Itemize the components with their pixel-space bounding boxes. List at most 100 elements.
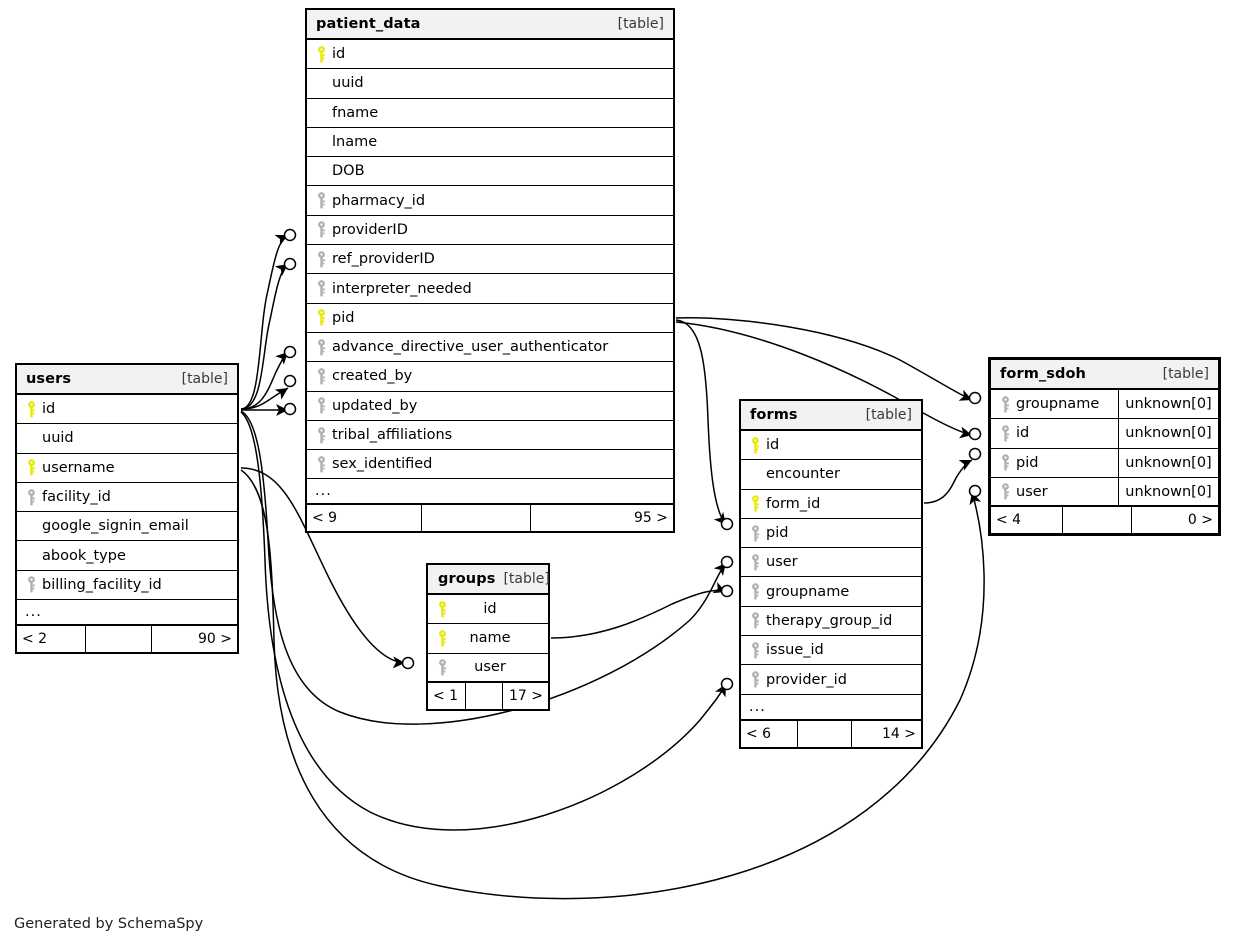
column-row[interactable]: pid xyxy=(741,519,921,549)
column-name: username xyxy=(42,459,115,476)
column-name: id xyxy=(1016,425,1030,442)
column-name: id xyxy=(766,437,780,454)
column-row[interactable]: sex_identified xyxy=(307,450,673,480)
foreign-key-icon xyxy=(315,280,328,297)
column-row[interactable]: therapy_group_id xyxy=(741,607,921,637)
column-row[interactable]: billing_facility_id xyxy=(17,571,237,601)
column-row[interactable]: name xyxy=(428,624,548,654)
column-type: unknown[0] xyxy=(1118,477,1218,506)
outgoing-relations-count[interactable]: 17 > xyxy=(509,687,543,704)
column-row[interactable]: id xyxy=(428,595,548,625)
column-name: providerID xyxy=(332,221,408,238)
column-row[interactable]: DOB xyxy=(307,157,673,187)
incoming-relations-count[interactable]: < 4 xyxy=(991,507,1063,534)
foreign-key-icon xyxy=(749,612,762,629)
primary-key-icon xyxy=(25,459,38,476)
column-row[interactable]: provider_id xyxy=(741,665,921,695)
foreign-key-icon xyxy=(315,368,328,385)
column-name: created_by xyxy=(332,368,413,385)
table-footer-form_sdoh: < 4 0 > xyxy=(991,507,1218,534)
column-row[interactable]: google_signin_email xyxy=(17,512,237,542)
column-row[interactable]: tribal_affiliations xyxy=(307,421,673,451)
column-row[interactable]: updated_by xyxy=(307,392,673,421)
outgoing-relations-count[interactable]: 90 > xyxy=(198,631,232,648)
primary-key-icon xyxy=(749,436,762,454)
column-row[interactable]: pid xyxy=(307,304,673,333)
table-footer-forms: < 6 14 > xyxy=(741,720,921,747)
column-row[interactable]: issue_id xyxy=(741,636,921,666)
column-row[interactable]: uuid xyxy=(17,424,237,454)
outgoing-relations-count[interactable]: 14 > xyxy=(882,725,916,742)
column-row[interactable]: user xyxy=(741,548,921,578)
column-name: DOB xyxy=(332,163,365,180)
more-columns-indicator[interactable]: ... xyxy=(741,695,921,721)
column-row[interactable]: id xyxy=(17,395,237,425)
footer-middle-cell xyxy=(1063,507,1132,534)
foreign-key-icon xyxy=(315,397,328,414)
incoming-relations-count[interactable]: < 6 xyxy=(741,720,798,747)
column-name: id xyxy=(332,46,346,63)
column-row[interactable]: id xyxy=(307,40,673,70)
column-row[interactable]: form_id xyxy=(741,490,921,519)
table-title: patient_data xyxy=(316,16,421,32)
column-row[interactable]: abook_type xyxy=(17,541,237,571)
column-row[interactable]: user xyxy=(428,654,548,683)
table-type-tag: [table] xyxy=(617,16,664,32)
column-row[interactable]: encounter xyxy=(741,460,921,490)
column-name: name xyxy=(469,630,511,647)
column-name: tribal_affiliations xyxy=(332,427,453,443)
column-name: id xyxy=(483,601,497,618)
outgoing-relations-count[interactable]: 0 > xyxy=(1187,512,1213,529)
column-row[interactable]: pharmacy_id xyxy=(307,186,673,216)
column-name: billing_facility_id xyxy=(42,576,162,593)
foreign-key-icon xyxy=(749,524,762,542)
primary-key-icon xyxy=(436,630,449,647)
column-row[interactable]: lname xyxy=(307,128,673,158)
column-row[interactable]: ref_providerID xyxy=(307,245,673,275)
column-row[interactable]: uuid xyxy=(307,69,673,99)
foreign-key-icon xyxy=(749,583,762,600)
column-row[interactable]: created_by xyxy=(307,362,673,392)
column-name: google_signin_email xyxy=(42,518,189,535)
column-name: provider_id xyxy=(766,671,847,688)
more-columns-indicator[interactable]: ... xyxy=(307,479,673,506)
foreign-key-icon xyxy=(315,221,328,238)
column-row[interactable]: groupname xyxy=(741,577,921,607)
column-row[interactable]: id xyxy=(741,431,921,461)
incoming-relations-count[interactable]: < 9 xyxy=(307,505,422,532)
outgoing-relations-count[interactable]: 95 > xyxy=(634,510,668,527)
foreign-key-icon xyxy=(315,426,328,444)
column-name: form_id xyxy=(766,495,821,512)
column-name: groupname xyxy=(766,583,850,600)
column-row[interactable]: advance_directive_user_authenticator xyxy=(307,333,673,363)
foreign-key-icon xyxy=(999,483,1012,500)
column-name: abook_type xyxy=(42,547,126,564)
column-name-cell: groupname xyxy=(991,395,1118,413)
incoming-relations-count[interactable]: < 1 xyxy=(428,682,466,709)
column-name: fname xyxy=(332,104,379,121)
column-row[interactable]: facility_id xyxy=(17,483,237,513)
column-name: groupname xyxy=(1016,396,1100,413)
column-name-cell: user xyxy=(991,483,1118,500)
table-title: users xyxy=(26,371,72,387)
column-name: ref_providerID xyxy=(332,251,435,268)
incoming-relations-count[interactable]: < 2 xyxy=(17,626,86,653)
foreign-key-icon xyxy=(25,488,38,506)
column-row[interactable]: username xyxy=(17,454,237,483)
column-row[interactable]: providerID xyxy=(307,216,673,246)
foreign-key-icon xyxy=(749,554,762,571)
column-row[interactable]: fname xyxy=(307,99,673,128)
table-header-form_sdoh: form_sdoh[table] xyxy=(991,360,1218,390)
more-columns-indicator[interactable]: ... xyxy=(17,600,237,627)
column-row[interactable]: interpreter_needed xyxy=(307,274,673,304)
foreign-key-icon xyxy=(999,395,1012,413)
